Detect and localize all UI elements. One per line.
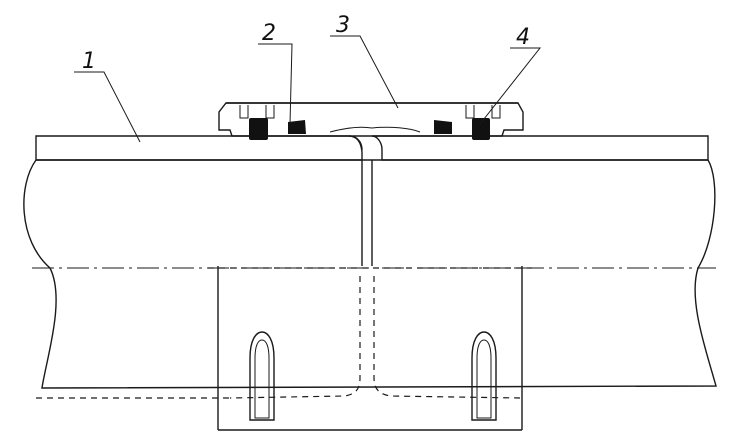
leader-lines (74, 35, 542, 143)
slot-fastener-right (471, 331, 497, 421)
callout-2: 2 (262, 21, 276, 46)
callout-4: 4 (516, 25, 530, 50)
callout-1: 1 (82, 49, 96, 74)
seal-rings (249, 118, 490, 140)
leader-line-4 (479, 47, 542, 125)
callout-labels: 1 2 3 4 (82, 13, 530, 74)
leader-line-1 (74, 71, 141, 143)
pipe-body (23, 159, 717, 389)
joint-gap (348, 135, 373, 266)
seal-ring-outer-right (472, 118, 490, 140)
leader-line-3 (330, 35, 399, 109)
coupling-sleeve (218, 102, 524, 137)
lower-housing (208, 266, 532, 431)
slot-fastener-left (249, 331, 275, 421)
seal-ring-outer-left (249, 118, 268, 140)
leader-line-2 (258, 43, 293, 125)
seal-ring-inner-left (288, 120, 306, 134)
hidden-inner-lines (36, 276, 521, 399)
callout-3: 3 (336, 13, 350, 38)
pipe-wall-left (35, 135, 363, 161)
seal-ring-inner-right (434, 120, 452, 134)
pipe-wall-right (371, 135, 709, 161)
